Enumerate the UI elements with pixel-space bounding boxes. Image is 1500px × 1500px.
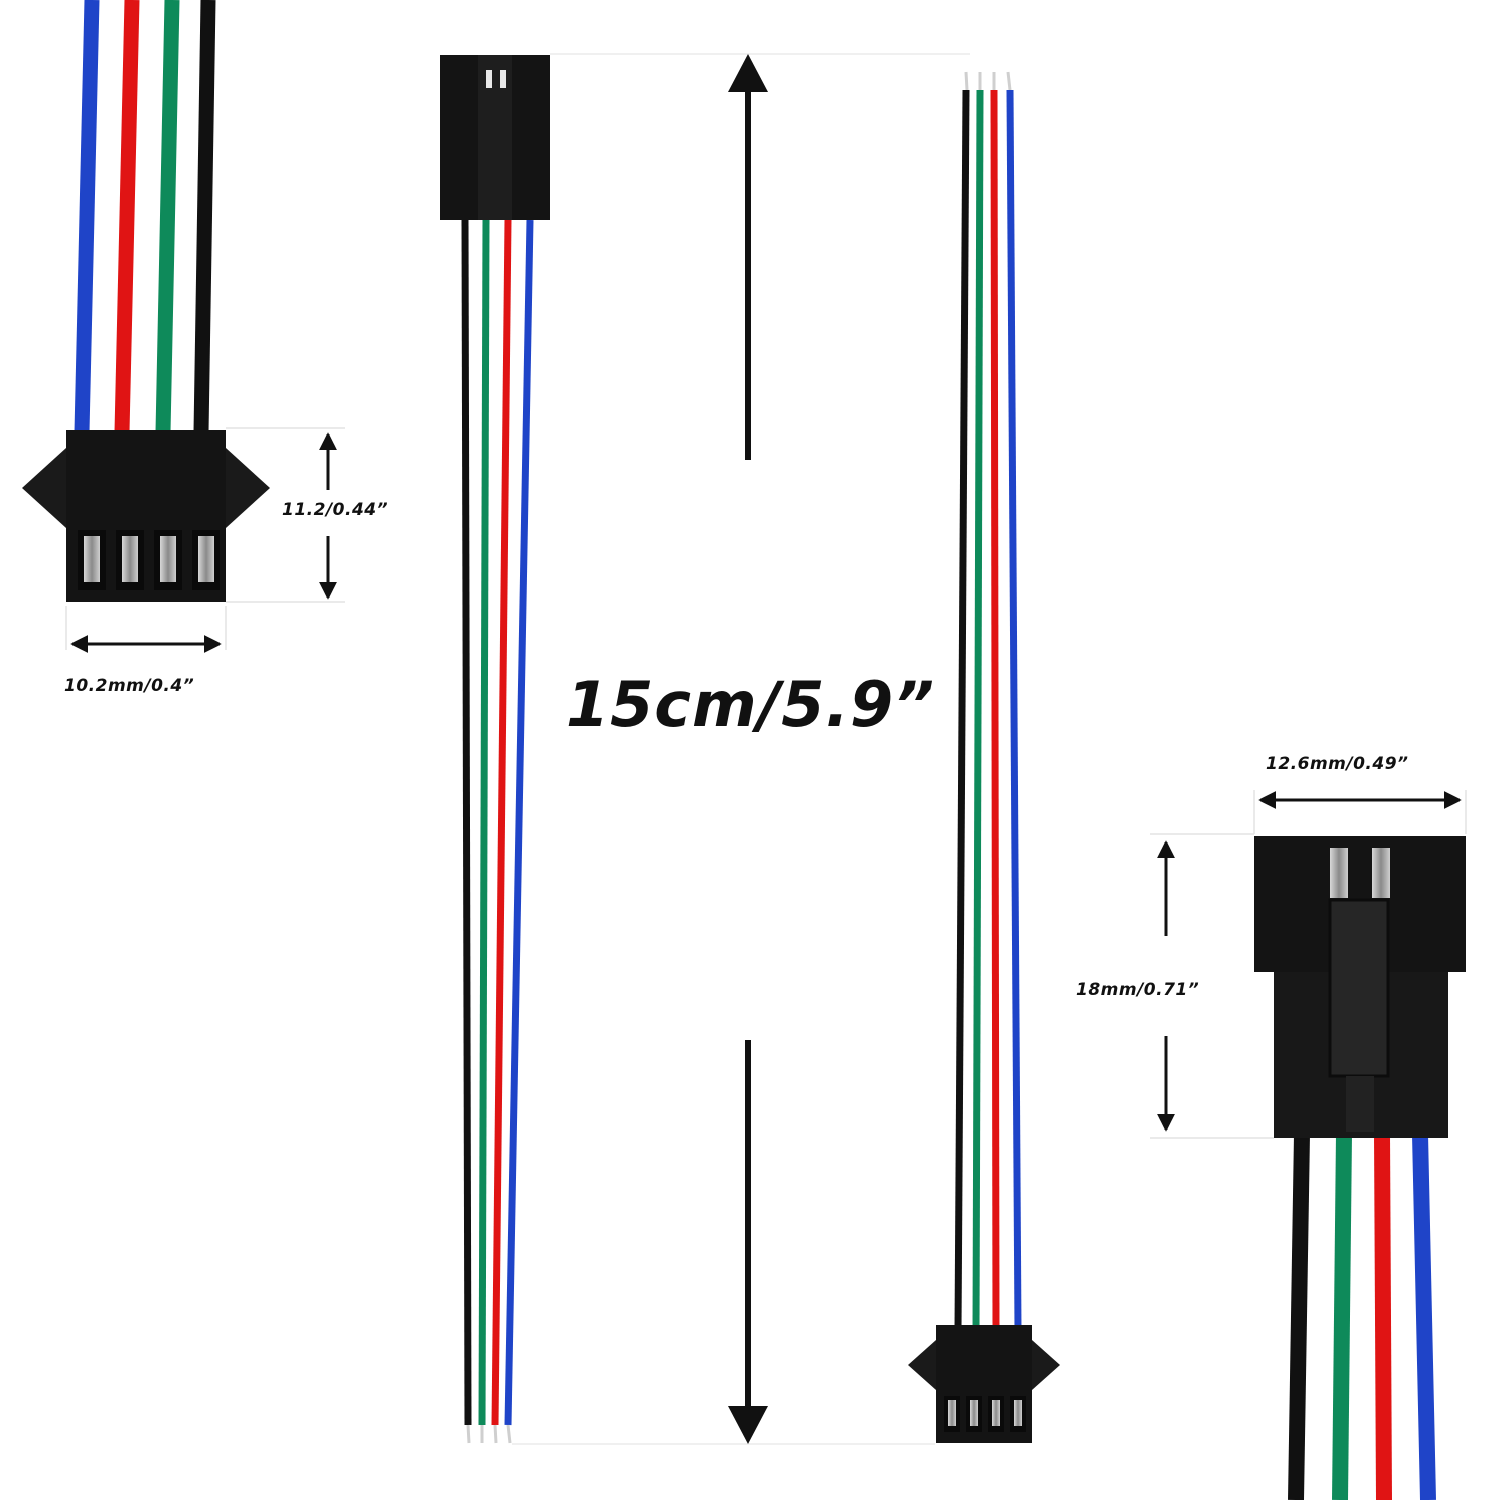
female-latch-right bbox=[226, 448, 270, 528]
female-latch-left bbox=[22, 448, 66, 528]
closeup-wires-top bbox=[74, 0, 216, 433]
closeup-wires-bottom bbox=[1288, 1133, 1436, 1500]
cable-length-arrow bbox=[728, 54, 768, 1444]
male-height-label: 18mm/0.71” bbox=[1076, 980, 1200, 1000]
female-lead-tips bbox=[964, 71, 1012, 91]
male-lead-tips bbox=[466, 1424, 512, 1444]
male-lead-cable bbox=[440, 53, 970, 1445]
female-connector-small bbox=[908, 1325, 1060, 1443]
male-lead-wires bbox=[461, 219, 534, 1426]
male-latch-tab bbox=[1346, 1076, 1374, 1132]
female-height-label: 11.2/0.44” bbox=[282, 500, 389, 520]
male-latch bbox=[1328, 898, 1390, 1078]
male-pins bbox=[1330, 848, 1390, 898]
female-pin-windows bbox=[78, 530, 220, 590]
female-width-label: 10.2mm/0.4” bbox=[64, 676, 195, 696]
male-connector-closeup bbox=[1150, 790, 1467, 1500]
cable-length-label: 15cm/5.9” bbox=[566, 668, 936, 741]
female-lead-wires bbox=[954, 89, 1022, 1331]
male-connector-small bbox=[440, 55, 550, 220]
male-width-label: 12.6mm/0.49” bbox=[1266, 754, 1409, 774]
female-connector-closeup bbox=[22, 0, 345, 653]
female-lead-cable bbox=[908, 71, 1060, 1443]
